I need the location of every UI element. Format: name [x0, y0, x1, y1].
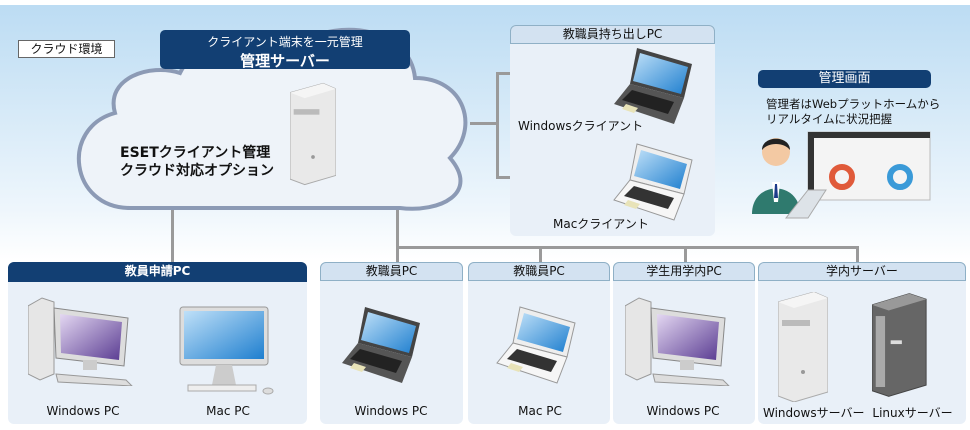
- connector-line: [470, 122, 498, 125]
- device-label: Windowsサーバー: [763, 406, 865, 420]
- connector-line: [856, 246, 859, 263]
- option-line-1: ESETクライアント管理: [120, 145, 271, 161]
- connector-line: [396, 246, 858, 249]
- console-desc-line-1: 管理者はWebプラットホームから: [766, 97, 941, 111]
- windows-desktop-icon: [28, 296, 138, 386]
- management-server-heading: 管理サーバー: [240, 52, 330, 70]
- group-header: 学内サーバー: [758, 262, 966, 281]
- windows-client-label: Windowsクライアント: [518, 119, 644, 133]
- device-label: Windows PC: [46, 404, 120, 418]
- group-staff-pc: 教職員PC: [320, 262, 463, 424]
- windows-desktop-icon: [625, 296, 735, 386]
- mac-client-label: Macクライアント: [553, 217, 649, 231]
- group-header: 教員申請PC: [8, 262, 307, 282]
- device-label: Mac PC: [518, 404, 562, 418]
- device-label: Windows PC: [646, 404, 720, 418]
- management-server-title: クライアント端末を一元管理 管理サーバー: [160, 30, 410, 70]
- console-header: 管理画面: [758, 70, 931, 88]
- linux-server-icon: [872, 290, 928, 400]
- imac-icon: [179, 306, 274, 395]
- group-header: 教職員PC: [320, 262, 463, 281]
- device-label: Windows PC: [354, 404, 428, 418]
- device-label: Linuxサーバー: [872, 406, 953, 420]
- windows-laptop-icon: [340, 305, 430, 385]
- console-desc-line-2: リアルタイムに状況把握: [766, 112, 893, 126]
- windows-server-icon: [778, 292, 828, 402]
- group-header: 教職員PC: [468, 262, 610, 281]
- cloud-environment-label: クラウド環境: [18, 40, 115, 58]
- connector-line: [396, 210, 399, 263]
- eset-option-label: ESETクライアント管理 クラウド対応オプション: [120, 144, 274, 180]
- option-line-2: クラウド対応オプション: [120, 163, 274, 179]
- management-server-subtitle: クライアント端末を一元管理: [207, 35, 363, 49]
- connector-line: [539, 246, 542, 263]
- connector-line: [684, 246, 687, 263]
- mac-laptop-icon: [612, 142, 702, 222]
- admin-with-dashboard-icon: [752, 131, 931, 219]
- connector-line: [496, 72, 499, 179]
- mac-laptop-icon: [495, 305, 585, 385]
- server-icon: [290, 78, 336, 190]
- group-header: 教職員持ち出しPC: [510, 25, 715, 44]
- connector-line: [171, 210, 174, 263]
- device-label: Mac PC: [206, 404, 250, 418]
- console-description: 管理者はWebプラットホームから リアルタイムに状況把握: [766, 97, 940, 127]
- group-header: 学生用学内PC: [613, 262, 755, 281]
- windows-laptop-icon: [612, 46, 702, 126]
